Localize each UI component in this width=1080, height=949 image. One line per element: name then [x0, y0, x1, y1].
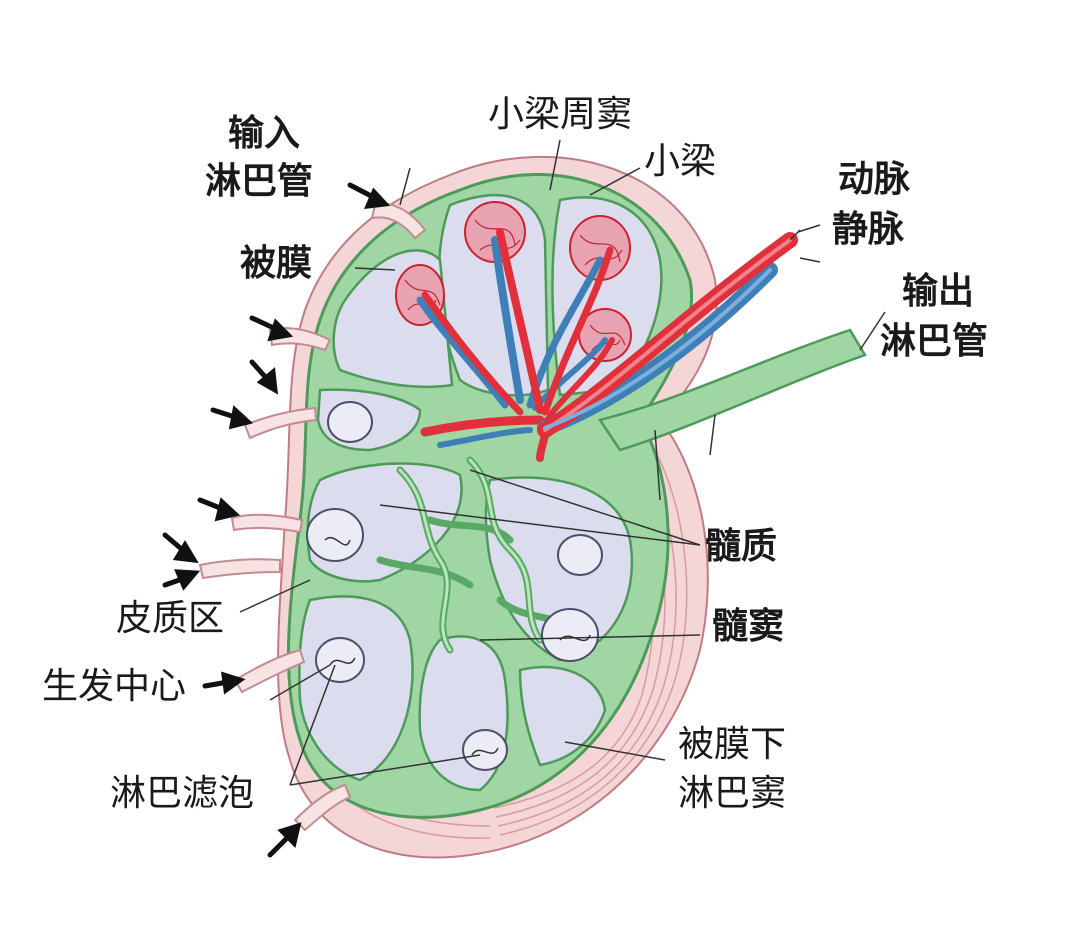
label-efferent-line2: 淋巴管 — [880, 321, 989, 362]
label-efferent-line1: 输出 — [902, 271, 975, 312]
label-afferent-line1: 输入 — [228, 113, 301, 154]
label-capsule: 被膜 — [240, 243, 313, 284]
label-vein: 静脉 — [832, 209, 905, 250]
label-subcapsular-line1: 被膜下 — [678, 724, 787, 765]
efferent-lymphatic-vessel — [597, 328, 867, 452]
lymph-follicles — [306, 401, 603, 771]
label-medullary-sinus: 髓窦 — [712, 606, 785, 647]
label-trabecular-sinus: 小梁周窦 — [488, 94, 633, 135]
label-lymph-follicle: 淋巴滤泡 — [110, 773, 255, 814]
label-leader-lines — [239, 139, 886, 786]
lymph-flow-arrows — [162, 182, 391, 858]
label-medulla: 髓质 — [705, 526, 778, 567]
internal-vessels — [416, 228, 615, 462]
label-trabecula: 小梁 — [644, 141, 717, 182]
label-subcapsular-line2: 淋巴窦 — [678, 773, 787, 814]
label-cortex: 皮质区 — [116, 598, 225, 639]
label-germinal-center: 生发中心 — [42, 666, 187, 707]
label-afferent-line2: 淋巴管 — [205, 161, 314, 202]
afferent-lymphatic-vessels — [198, 202, 427, 832]
label-artery: 动脉 — [838, 159, 911, 200]
